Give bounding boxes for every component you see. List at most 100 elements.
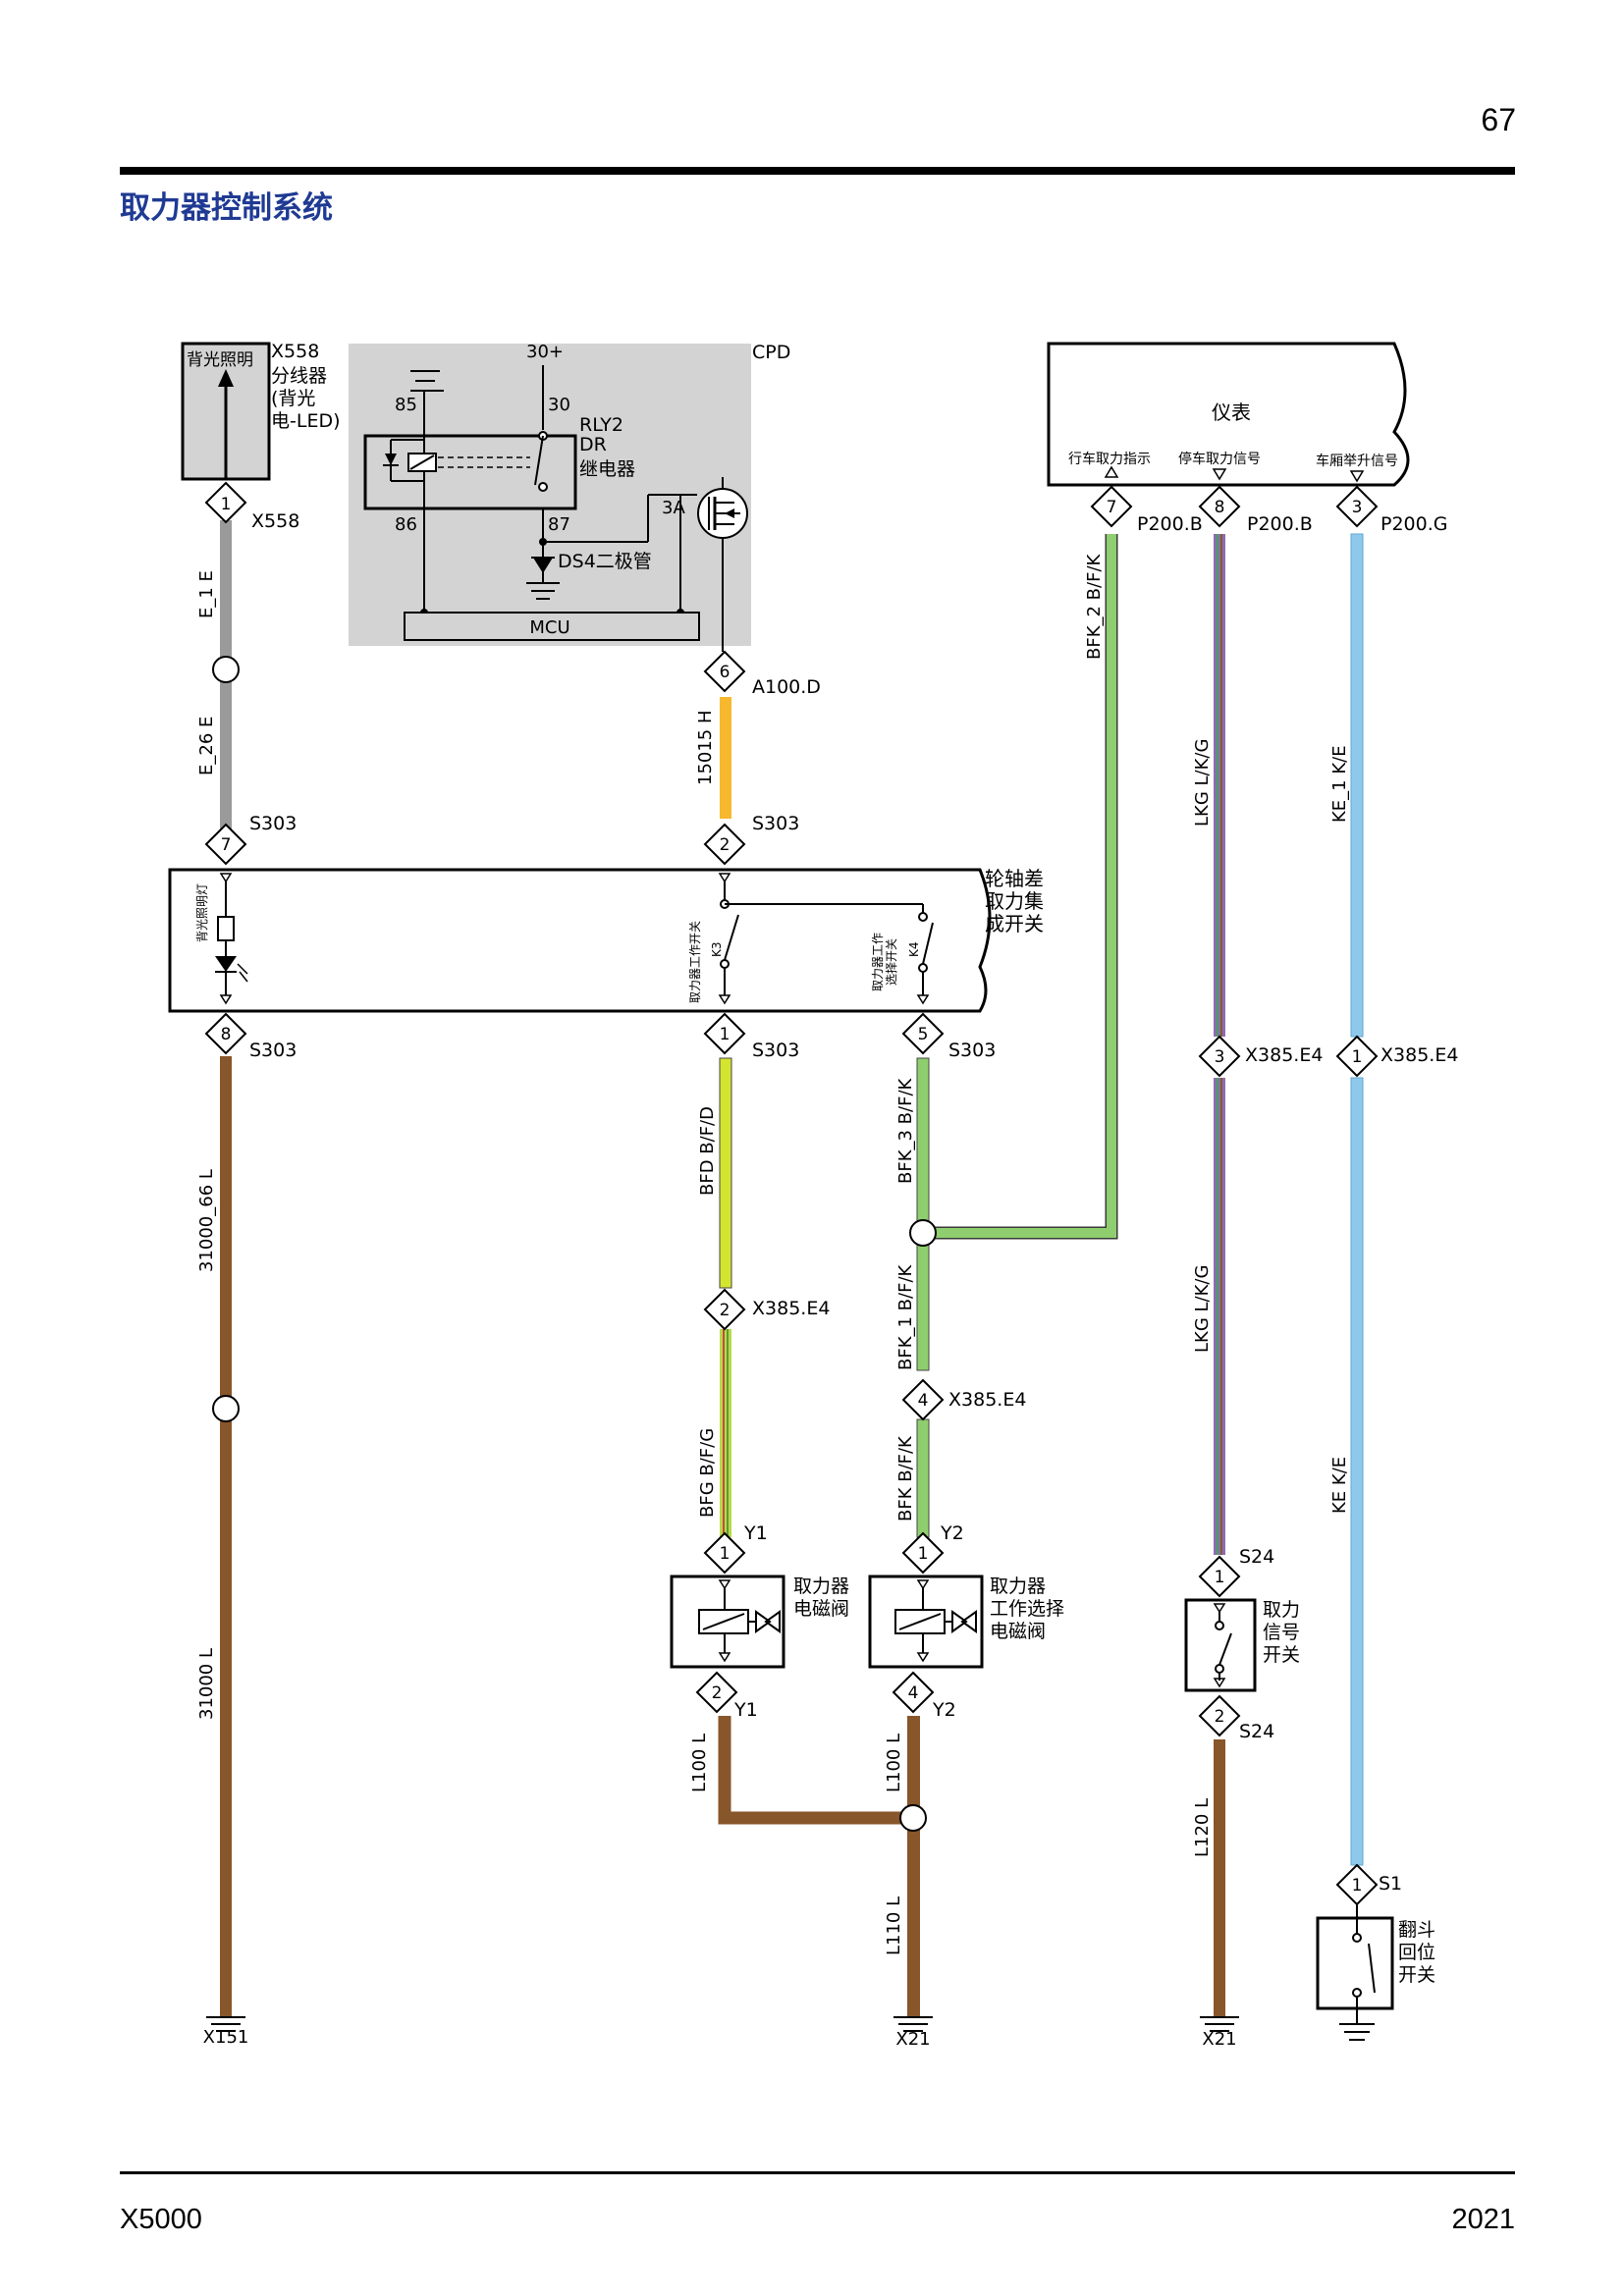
relay-coil-icon <box>383 436 530 508</box>
y2-name2: 工作选择 <box>990 1598 1064 1620</box>
x385-conn-2: X385.E4 <box>752 1298 830 1319</box>
y1-solenoid-icon <box>698 1579 781 1663</box>
wire-bfg <box>720 1329 731 1537</box>
svg-text:1: 1 <box>1352 1876 1363 1896</box>
s1-switch-icon <box>1352 1904 1376 2024</box>
relay-id: RLY2 <box>579 414 623 436</box>
label-bfg: BFG B/F/G <box>697 1428 718 1518</box>
instrument-sig1: 行车取力指示 <box>1068 451 1151 467</box>
splice-bfk <box>909 1219 937 1247</box>
s303-conn-8: S303 <box>249 1040 297 1061</box>
x385-pin-4: 4 <box>901 1378 945 1421</box>
svg-text:2: 2 <box>1215 1707 1225 1727</box>
s303-pin-1: 1 <box>703 1012 746 1055</box>
y2-label-top: Y2 <box>940 1522 964 1544</box>
k3-label: 取力器工作开关 <box>688 921 702 1003</box>
wire-bfd <box>719 1057 732 1289</box>
svg-text:1: 1 <box>1352 1047 1363 1067</box>
ground-x21-b: X21 <box>1202 2029 1236 2050</box>
footer-year: 2021 <box>1451 2204 1515 2235</box>
splice-l100 <box>899 1804 927 1832</box>
wire-15015 <box>720 697 731 819</box>
splice-31000 <box>212 1395 240 1422</box>
backlight-desc1: 分线器 <box>271 365 327 387</box>
label-bfk2: BFK_2 B/F/K <box>1084 553 1105 660</box>
cpd-p86: 86 <box>395 514 417 535</box>
k4-label-2: 选择开关 <box>885 938 898 986</box>
label-ke1: KE_1 K/E <box>1329 745 1350 823</box>
wire-lkg-top <box>1214 534 1225 1037</box>
backlight-lamp-label: 背光照明灯 <box>195 883 209 942</box>
ground-x21-b-icon <box>1200 2016 1239 2032</box>
y2-pin-1: 1 <box>901 1531 945 1575</box>
k3-id: K3 <box>710 941 724 957</box>
k4-label-1: 取力器工作 <box>871 933 885 991</box>
s303-conn-5: S303 <box>948 1040 996 1061</box>
s1-ground-icon <box>1339 2023 1375 2041</box>
relay-contact-icon <box>534 431 548 492</box>
s1-name2: 回位 <box>1398 1942 1435 1963</box>
p200-pin-8: 8 <box>1198 485 1241 528</box>
s303-conn-1: S303 <box>752 1040 799 1061</box>
a100-pin-6: 6 <box>703 650 746 693</box>
wire-lkg-bot <box>1214 1078 1225 1555</box>
s1-name3: 开关 <box>1398 1964 1435 1986</box>
switch-module-name1: 轮轴差 <box>985 867 1044 890</box>
backlight-led-icon <box>215 873 248 1005</box>
cpd-30plus: 30+ <box>526 342 564 362</box>
instrument-arrow-1-icon <box>1104 465 1119 478</box>
ground-x151-icon <box>206 2016 245 2032</box>
page-number: 67 <box>1481 102 1516 137</box>
ground-x21-a: X21 <box>895 2029 930 2050</box>
svg-text:6: 6 <box>720 663 731 682</box>
y2-label-bot: Y2 <box>932 1699 956 1721</box>
s1-name1: 翻斗 <box>1398 1919 1435 1941</box>
svg-text:4: 4 <box>908 1683 919 1703</box>
wire-bfk3 <box>916 1057 930 1230</box>
y1-label-bot: Y1 <box>733 1699 758 1721</box>
x385-pin-3: 3 <box>1198 1035 1241 1078</box>
k4-id: K4 <box>907 941 921 957</box>
label-bfk1: BFK_1 B/F/K <box>895 1263 916 1370</box>
svg-text:8: 8 <box>1215 498 1225 517</box>
p200-conn-8: P200.B <box>1247 513 1313 535</box>
svg-text:4: 4 <box>918 1391 929 1411</box>
cpd-p30: 30 <box>548 395 570 415</box>
wire-ke1 <box>1350 533 1364 1038</box>
s24-conn-bot: S24 <box>1239 1721 1274 1742</box>
s24-name1: 取力 <box>1263 1599 1300 1621</box>
x385-pin-1: 1 <box>1335 1035 1379 1078</box>
diode-label: DS4二极管 <box>558 551 652 572</box>
page-title: 取力器控制系统 <box>120 190 333 226</box>
backlight-conn-id: X558 <box>271 341 319 362</box>
y1-name2: 电磁阀 <box>793 1598 849 1620</box>
y1-name1: 取力器 <box>793 1575 849 1597</box>
switch-module-box <box>168 868 992 1013</box>
svg-text:2: 2 <box>712 1683 723 1703</box>
relay-dr: DR <box>579 434 607 455</box>
y2-solenoid-icon <box>894 1579 977 1663</box>
backlight-desc3: 电-LED) <box>271 410 341 432</box>
label-31000: 31000 L <box>196 1648 217 1720</box>
wire-l100-a <box>718 1716 913 1825</box>
p200-conn-7: P200.B <box>1137 513 1203 535</box>
cpd-ground-85-icon <box>410 370 444 436</box>
svg-text:1: 1 <box>1215 1568 1225 1587</box>
x385-conn-1: X385.E4 <box>1380 1044 1458 1066</box>
svg-text:1: 1 <box>720 1025 731 1044</box>
wire-31000 <box>220 1416 232 2017</box>
wire-bfk2-fill <box>929 534 1116 1238</box>
instrument-sig2: 停车取力信号 <box>1178 451 1261 467</box>
relay-name: 继电器 <box>579 458 635 480</box>
s24-pin-2: 2 <box>1198 1694 1241 1737</box>
svg-text:8: 8 <box>221 1025 232 1044</box>
s24-pin-1: 1 <box>1198 1555 1241 1598</box>
y1-label-top: Y1 <box>743 1522 768 1544</box>
backlight-arrow-icon <box>218 369 234 387</box>
cpd-p85: 85 <box>395 395 417 415</box>
svg-text:7: 7 <box>1107 498 1117 517</box>
label-bfk3: BFK_3 B/F/K <box>895 1077 916 1184</box>
svg-text:1: 1 <box>720 1544 731 1564</box>
wire-e26 <box>220 682 232 829</box>
